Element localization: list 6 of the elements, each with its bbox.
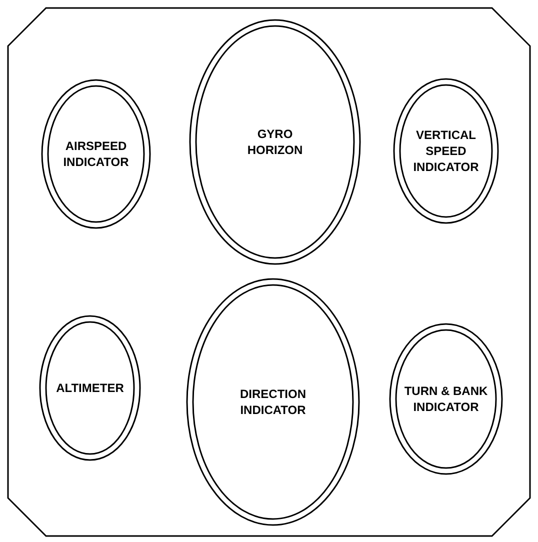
instrument-label: DIRECTION INDICATOR [239,386,307,418]
instrument-label: ALTIMETER [55,380,125,396]
instrument-label: GYRO HORIZON [246,126,304,158]
instrument-label: VERTICAL SPEED INDICATOR [412,127,480,175]
instrument-label: TURN & BANK INDICATOR [403,383,489,415]
instrument-label: AIRSPEED INDICATOR [62,138,130,170]
